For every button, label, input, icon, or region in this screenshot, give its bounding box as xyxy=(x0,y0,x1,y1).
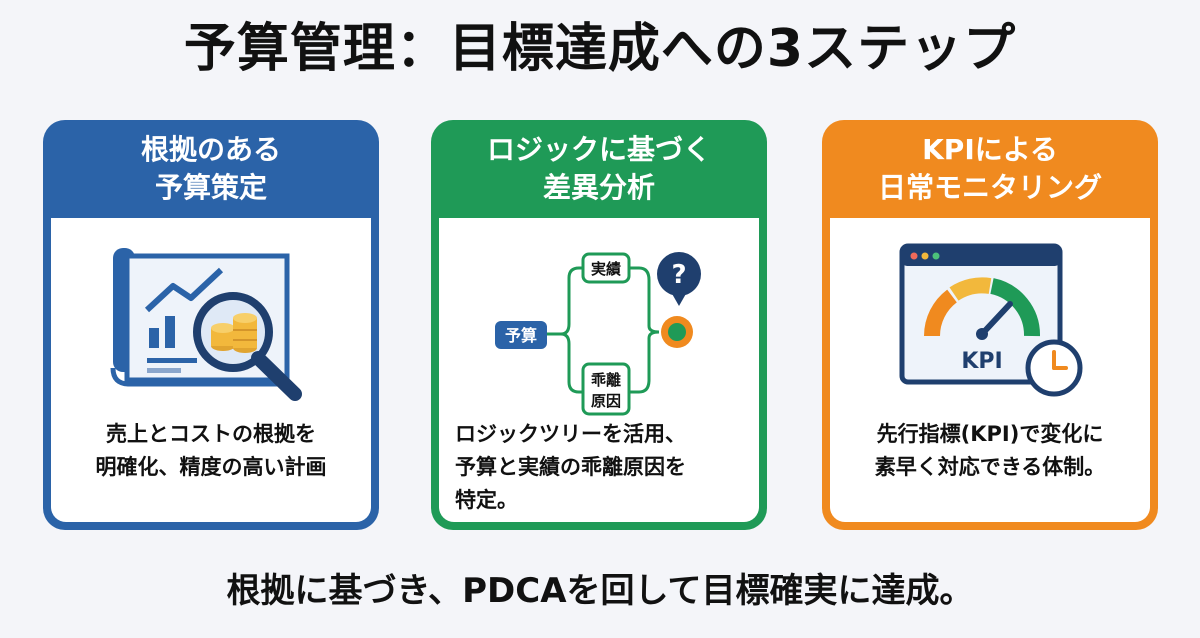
kpi-gauge-clock-icon: KPI xyxy=(899,243,1083,397)
desc-line2: 予算と実績の乖離原因を xyxy=(455,455,686,479)
page-title: 予算管理：目標達成への3ステップ xyxy=(183,19,1017,79)
step-card-kpi-monitoring: KPIによる 日常モニタリング KPI 先行指標(KPI)で変化に 素早く対応で… xyxy=(822,120,1158,530)
footer-summary: 根拠に基づき、PDCAを回して目標確実に達成。 xyxy=(226,571,974,611)
step-title-line1: ロジックに基づく xyxy=(486,133,711,166)
step-title-line1: KPIによる xyxy=(922,133,1058,166)
desc-line2: 明確化、精度の高い計画 xyxy=(95,455,327,479)
tree-branch-bottom-label-2: 原因 xyxy=(591,392,621,410)
question-mark: ? xyxy=(671,260,686,290)
step-description: ロジックツリーを活用、 予算と実績の乖離原因を 特定。 xyxy=(455,418,743,517)
step-title-line2: 差異分析 xyxy=(542,171,655,204)
step-card-variance-analysis: ロジックに基づく 差異分析 予算 実績 乖離 原因 ? ロジックツリーを活用、 … xyxy=(431,120,767,530)
step-description: 売上とコストの根拠を 明確化、精度の高い計画 xyxy=(67,418,355,484)
step-title-line2: 日常モニタリング xyxy=(877,171,1102,204)
gauge-label: KPI xyxy=(961,349,1002,374)
tree-root-label: 予算 xyxy=(505,326,537,345)
chart-magnifier-coins-icon xyxy=(110,248,302,401)
desc-line3: 特定。 xyxy=(455,488,518,512)
step-title-line2: 予算策定 xyxy=(154,171,267,204)
step-title-line1: 根拠のある xyxy=(140,133,281,166)
desc-line1: 先行指標(KPI)で変化に xyxy=(876,422,1104,446)
desc-line1: 売上とコストの根拠を xyxy=(106,422,316,446)
step-card-header: 根拠のある 予算策定 xyxy=(43,120,379,218)
tree-branch-top-label: 実績 xyxy=(591,260,621,278)
logic-tree-icon: 予算 実績 乖離 原因 ? xyxy=(495,252,701,416)
step-description: 先行指標(KPI)で変化に 素早く対応できる体制。 xyxy=(846,418,1134,484)
step-card-header: KPIによる 日常モニタリング xyxy=(822,120,1158,218)
step-card-budget-planning: 根拠のある 予算策定 売上とコストの根拠を 明確化、精度の高い計画 xyxy=(43,120,379,530)
step-card-header: ロジックに基づく 差異分析 xyxy=(431,120,767,218)
tree-branch-bottom-label-1: 乖離 xyxy=(591,371,621,389)
desc-line1: ロジックツリーを活用、 xyxy=(455,422,686,446)
desc-line2: 素早く対応できる体制。 xyxy=(874,455,1106,479)
